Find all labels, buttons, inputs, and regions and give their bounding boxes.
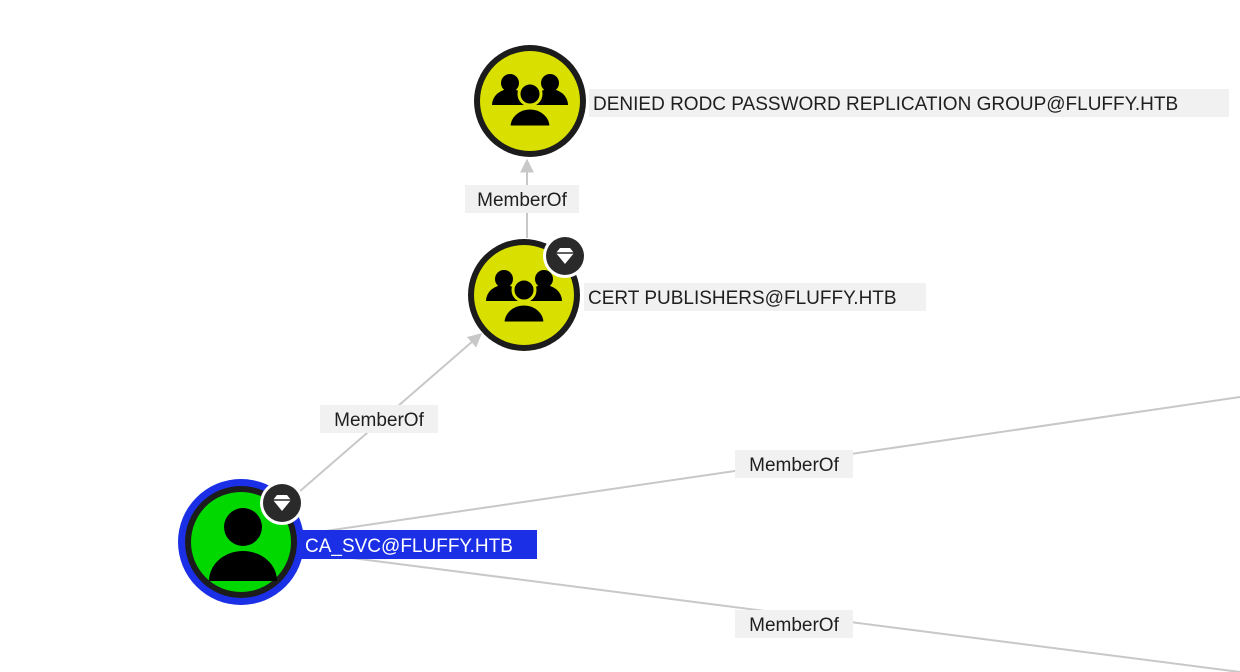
edge-label: MemberOf [749,455,839,476]
node-ca-svc[interactable]: CA_SVC@FLUFFY.HTB [178,479,537,605]
users-group-icon [486,270,562,325]
edge-label: MemberOf [749,615,839,636]
diamond-icon [543,234,587,278]
users-group-icon [492,74,568,129]
node-label: DENIED RODC PASSWORD REPLICATION GROUP@F… [593,94,1178,115]
node-label-selected: CA_SVC@FLUFFY.HTB [305,536,513,557]
edge-casvc-to-offscreen-1[interactable]: MemberOf [304,396,1240,535]
nodes-layer: DENIED RODC PASSWORD REPLICATION GROUP@F… [178,45,1229,605]
user-icon [209,508,277,581]
edge-label: MemberOf [334,410,424,431]
edge-casvc-to-cert[interactable]: MemberOf [298,333,483,493]
edge-label: MemberOf [477,190,567,211]
node-cert-publishers[interactable]: CERT PUBLISHERS@FLUFFY.HTB [468,234,926,351]
edge-cert-to-denied[interactable]: MemberOf [465,158,579,238]
node-label: CERT PUBLISHERS@FLUFFY.HTB [588,288,897,309]
edge-casvc-to-offscreen-2[interactable]: MemberOf [304,551,1240,672]
edges-layer: MemberOf MemberOf MemberOf MemberOf [298,158,1240,672]
node-denied-rodc[interactable]: DENIED RODC PASSWORD REPLICATION GROUP@F… [474,45,1229,157]
diamond-icon [260,481,304,525]
